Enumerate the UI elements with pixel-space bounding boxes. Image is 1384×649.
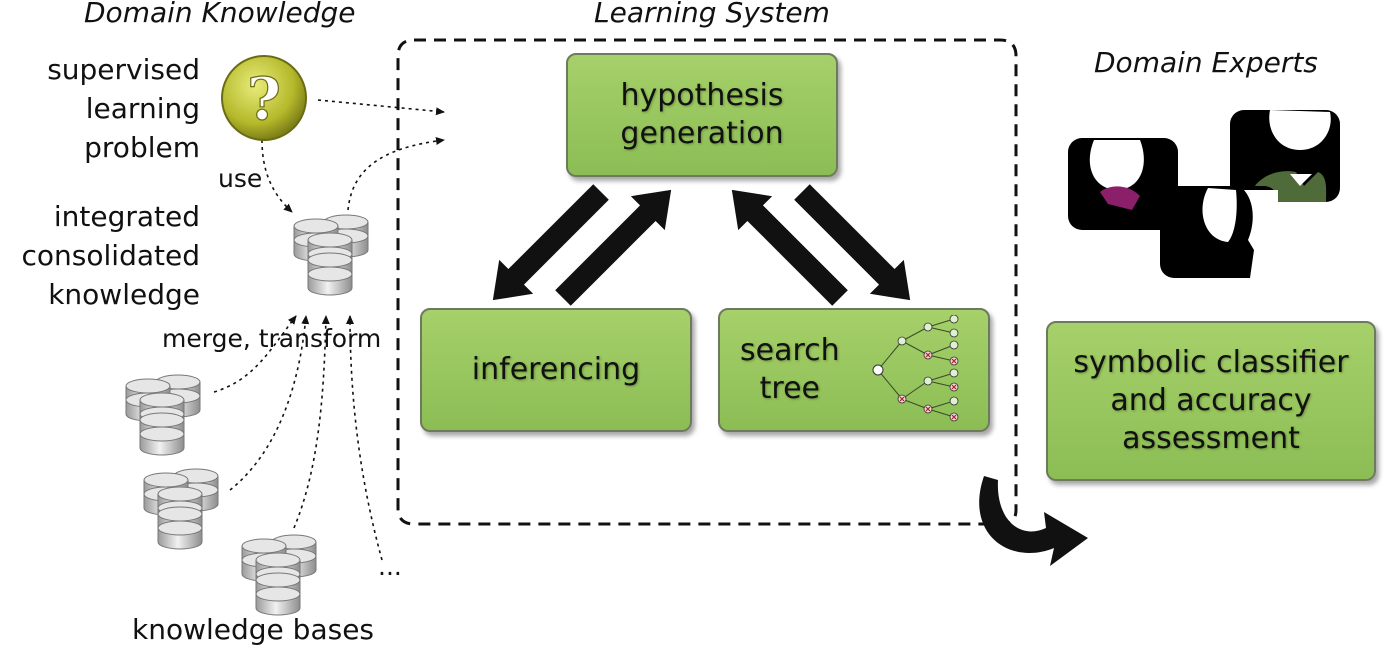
problem-to-system-arrow bbox=[317, 99, 445, 116]
merge-arrow-3 bbox=[293, 315, 330, 529]
merge-arrow-1 bbox=[213, 315, 297, 393]
symbolic-classifier-box: symbolic classifier and accuracy assessm… bbox=[1046, 321, 1376, 481]
search-tree-icon bbox=[872, 315, 959, 422]
inferencing-box: inferencing bbox=[420, 308, 692, 432]
search-tree-box: search tree bbox=[718, 308, 990, 432]
integrated-knowledge-label: integrated consolidated knowledge bbox=[21, 200, 200, 311]
knowledge-base-icon-2 bbox=[144, 469, 218, 549]
question-mark-icon: ? bbox=[221, 55, 307, 141]
knowledge-base-icon-3 bbox=[242, 535, 316, 615]
domain-knowledge-heading: Domain Knowledge bbox=[84, 0, 356, 29]
knowledge-base-icon-1 bbox=[126, 375, 200, 455]
ellipsis-label: ... bbox=[378, 552, 402, 581]
arrow-hypothesis-to-searchtree bbox=[794, 184, 911, 301]
merge-arrow-2 bbox=[229, 315, 310, 491]
svg-text:?: ? bbox=[247, 65, 281, 133]
learning-system-heading: Learning System bbox=[594, 0, 830, 29]
domain-experts-heading: Domain Experts bbox=[1094, 46, 1318, 79]
merge-transform-label: merge, transform bbox=[162, 324, 382, 353]
integrated-database-icon bbox=[294, 215, 368, 295]
use-label: use bbox=[218, 164, 263, 193]
supervised-learning-problem-label: supervised learning problem bbox=[47, 53, 200, 164]
arrow-hypothesis-to-inferencing bbox=[492, 184, 609, 301]
knowledge-bases-label: knowledge bases bbox=[132, 613, 375, 646]
merge-arrow-4 bbox=[346, 315, 383, 561]
knowledge-to-system-arrow bbox=[347, 137, 445, 211]
arrow-searchtree-to-hypothesis bbox=[731, 189, 848, 306]
arrow-inferencing-to-hypothesis bbox=[555, 189, 672, 306]
domain-experts-icon bbox=[1068, 110, 1340, 278]
use-arrow bbox=[261, 139, 293, 213]
hypothesis-generation-box: hypothesis generation bbox=[566, 53, 838, 177]
output-curved-arrow bbox=[979, 476, 1088, 566]
